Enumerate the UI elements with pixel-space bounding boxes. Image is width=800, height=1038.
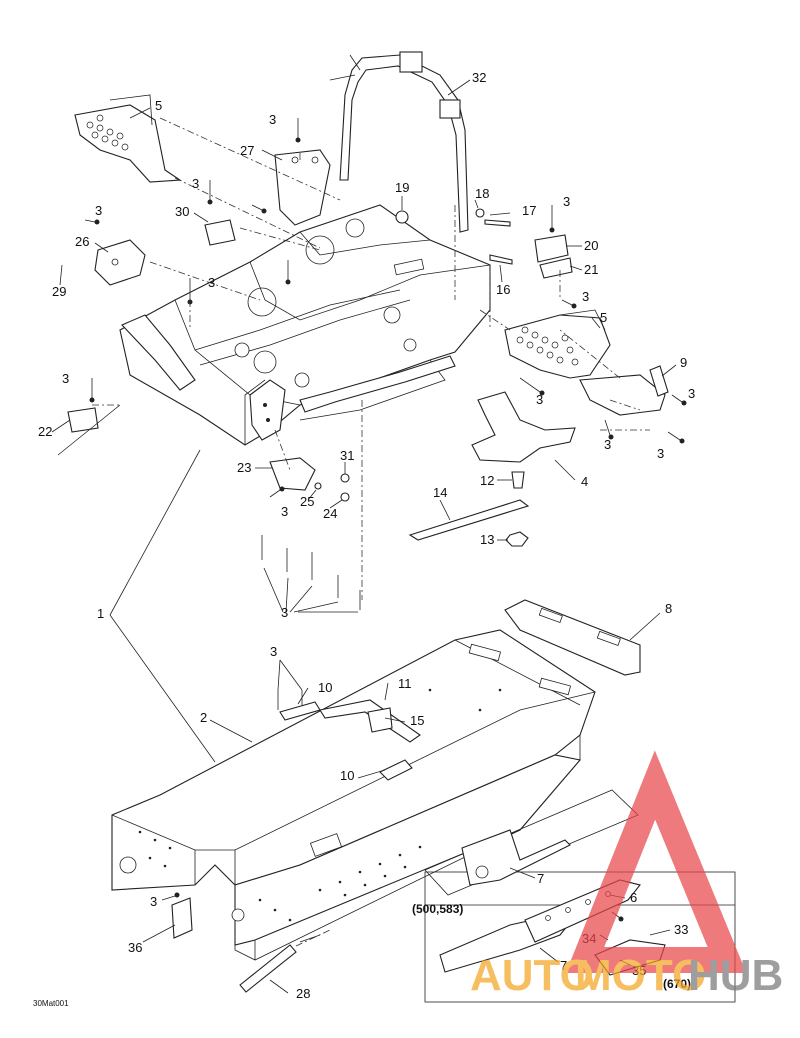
callout-31: 31 — [340, 448, 354, 463]
callout-4: 4 — [581, 474, 588, 489]
tunnel-assembly — [111, 599, 641, 993]
callout-36: 36 — [128, 940, 142, 955]
callout-24: 24 — [323, 506, 337, 521]
callout-12: 12 — [480, 473, 494, 488]
small-parts-upper — [57, 149, 576, 547]
callout-19: 19 — [395, 180, 409, 195]
inset-model-a-label: (500,583) — [412, 902, 463, 916]
callout-3: 3 — [536, 392, 543, 407]
callout-3: 3 — [62, 371, 69, 386]
callout-14: 14 — [433, 485, 447, 500]
footrest-right — [504, 309, 669, 416]
callout-11: 11 — [398, 676, 412, 691]
callout-26: 26 — [75, 234, 89, 249]
callout-17: 17 — [522, 203, 536, 218]
callout-30: 30 — [175, 204, 189, 219]
callout-3: 3 — [269, 112, 276, 127]
callout-3: 3 — [208, 275, 215, 290]
watermark-triangle-icon — [565, 750, 747, 973]
figure-reference: 30Mat001 — [33, 999, 69, 1008]
watermark-word-hub: HUB — [688, 951, 783, 1000]
callout-3: 3 — [95, 203, 102, 218]
callout-2: 2 — [200, 710, 207, 725]
callout-3: 3 — [192, 176, 199, 191]
callout-3: 3 — [582, 289, 589, 304]
upper-frame — [119, 204, 491, 446]
watermark-logo: AUTO MOTO HUB — [470, 750, 783, 1000]
watermark-word-moto: MOTO — [575, 951, 706, 1000]
callout-5: 5 — [155, 98, 162, 113]
callout-labels: 5 3 27 3 30 3 26 29 3 3 22 32 19 18 17 1… — [33, 70, 695, 1008]
callout-25: 25 — [300, 494, 314, 509]
assembly-lines-upper — [92, 117, 650, 600]
callout-16: 16 — [496, 282, 510, 297]
callout-3: 3 — [281, 504, 288, 519]
callout-20: 20 — [584, 238, 598, 253]
handle-bar — [329, 51, 469, 233]
callout-18: 18 — [475, 186, 489, 201]
callout-13: 13 — [480, 532, 494, 547]
footrest-left — [74, 94, 182, 183]
callout-33: 33 — [674, 922, 688, 937]
callout-21: 21 — [584, 262, 598, 277]
callout-28: 28 — [296, 986, 310, 1001]
callout-5: 5 — [600, 310, 607, 325]
callout-15: 15 — [410, 713, 424, 728]
callout-10: 10 — [318, 680, 332, 695]
watermark-word-auto: AUTO — [470, 951, 594, 1000]
inset-model-b-label: (670) — [663, 977, 691, 991]
callout-3: 3 — [150, 894, 157, 909]
callout-3: 3 — [281, 605, 288, 620]
callout-29: 29 — [52, 284, 66, 299]
callout-7: 7 — [560, 958, 567, 973]
callout-32: 32 — [472, 70, 486, 85]
callout-7: 7 — [537, 871, 544, 886]
callout-3: 3 — [604, 437, 611, 452]
callout-9: 9 — [680, 355, 687, 370]
callout-10: 10 — [340, 768, 354, 783]
callout-23: 23 — [237, 460, 251, 475]
leaders-part-1 — [109, 449, 216, 763]
callout-27: 27 — [240, 143, 254, 158]
callout-3: 3 — [657, 446, 664, 461]
callout-3: 3 — [270, 644, 277, 659]
callout-8: 8 — [665, 601, 672, 616]
callout-3: 3 — [563, 194, 570, 209]
callout-1: 1 — [97, 606, 104, 621]
callout-3: 3 — [688, 386, 695, 401]
callout-22: 22 — [38, 424, 52, 439]
callout-6: 6 — [630, 890, 637, 905]
